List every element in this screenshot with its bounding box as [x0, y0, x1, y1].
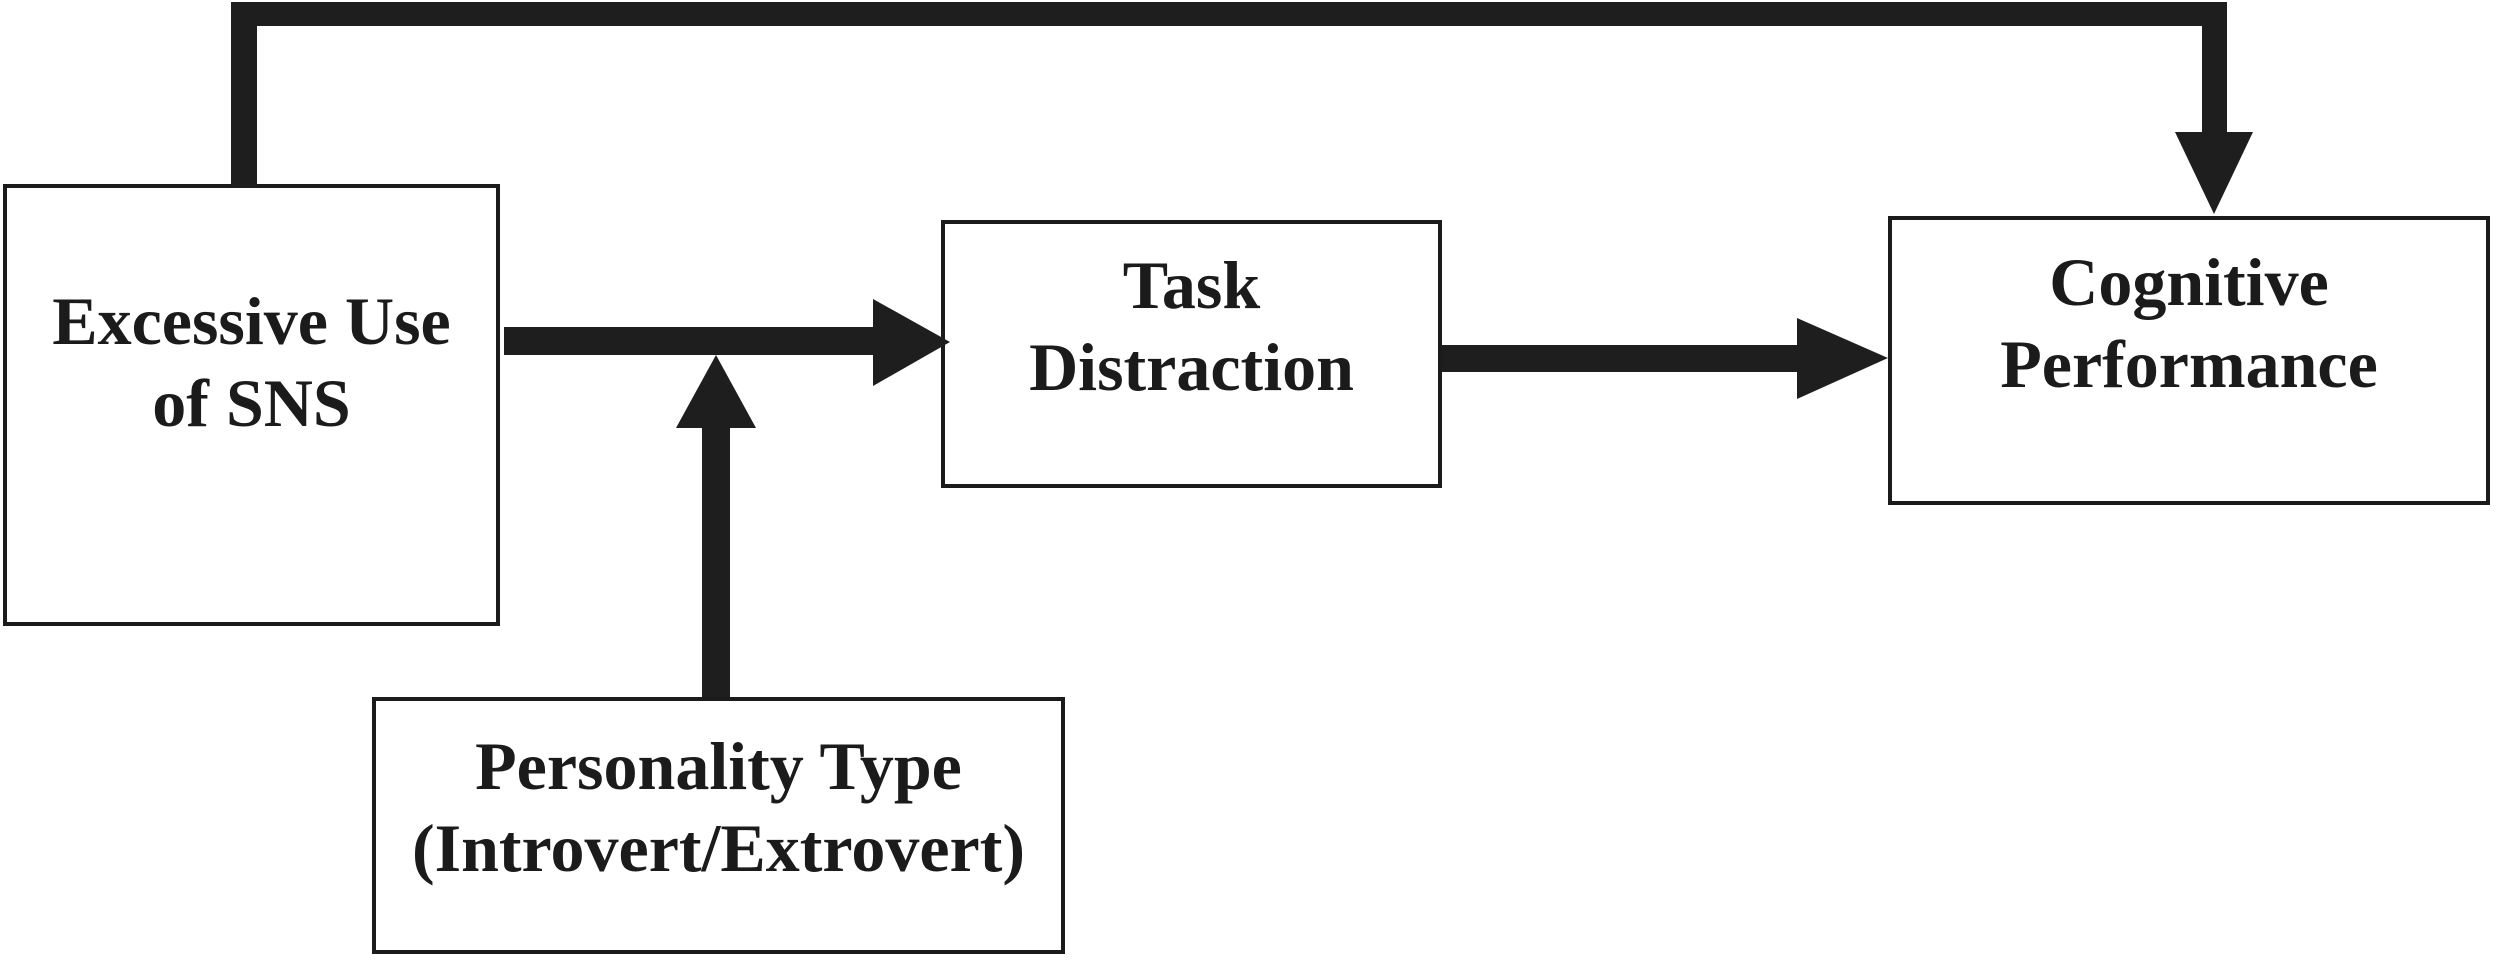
node-cognitive-performance: Cognitive Performance	[1888, 216, 2490, 505]
arrow-sns-to-task-distraction	[504, 299, 950, 386]
node-label: Task Distraction	[1029, 245, 1354, 408]
arrow-shaft	[504, 327, 875, 355]
node-label-line: Personality Type	[475, 727, 962, 804]
arrow-shaft	[1442, 345, 1798, 372]
node-label-line: Distraction	[1029, 329, 1354, 405]
arrow-segment-vertical-up-from-sns	[231, 2, 257, 188]
node-label-line: Performance	[2000, 325, 2378, 402]
arrowhead-right-icon	[1797, 318, 1888, 399]
arrow-segment-vertical-down-to-cognitive	[2202, 2, 2227, 136]
arrow-task-distraction-to-cognitive	[1442, 318, 1888, 399]
node-label: Personality Type (Introvert/Extrovert)	[412, 726, 1025, 889]
node-excessive-use-of-sns: Excessive Use of SNS	[3, 184, 500, 626]
arrowhead-right-icon	[873, 299, 950, 386]
arrow-personality-moderation	[676, 355, 756, 697]
node-label-line: Excessive Use	[52, 283, 451, 360]
arrowhead-down-icon	[2175, 132, 2253, 214]
arrowhead-up-icon	[676, 355, 756, 428]
node-label-line: Task	[1122, 247, 1261, 324]
node-label-line: (Introvert/Extrovert)	[411, 809, 1026, 886]
arrow-segment-top-horizontal	[231, 2, 2227, 26]
node-label: Excessive Use of SNS	[52, 281, 450, 444]
arrow-sns-to-cognitive-direct	[231, 2, 2253, 214]
node-task-distraction: Task Distraction	[941, 220, 1442, 488]
node-label-line: Cognitive	[2049, 243, 2329, 320]
node-personality-type: Personality Type (Introvert/Extrovert)	[372, 697, 1065, 954]
arrow-shaft	[702, 426, 730, 697]
node-label-line: of SNS	[152, 365, 351, 441]
node-label: Cognitive Performance	[2000, 242, 2378, 405]
